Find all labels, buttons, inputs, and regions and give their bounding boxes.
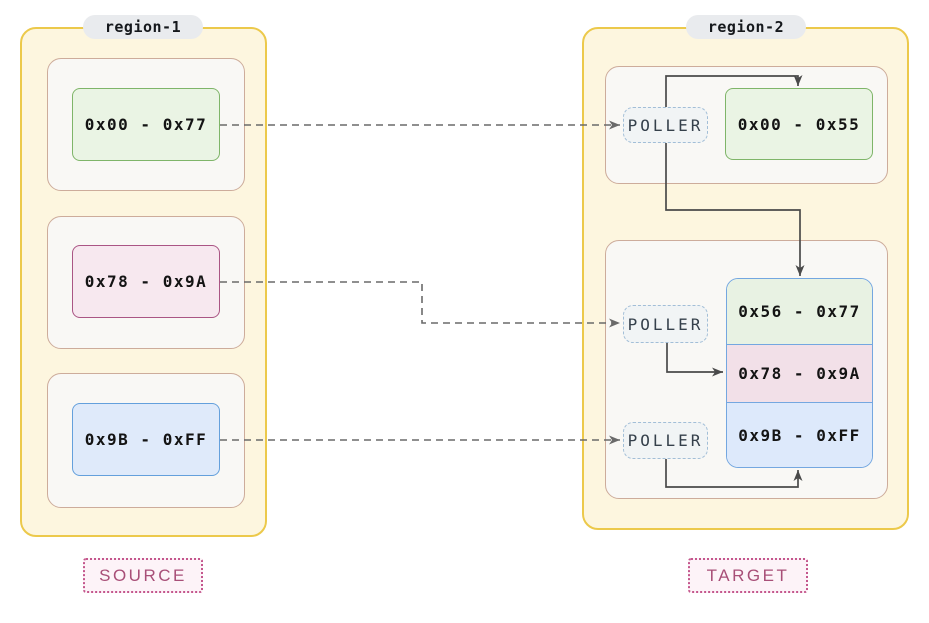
poller-box-1: POLLER xyxy=(623,107,708,143)
poller-box-3: POLLER xyxy=(623,422,708,459)
poller-box-2: POLLER xyxy=(623,305,708,343)
region-source-title: region-1 xyxy=(83,15,203,39)
target-stacked-box: 0x56 - 0x77 0x78 - 0x9A 0x9B - 0xFF xyxy=(726,278,873,468)
region-target-title: region-2 xyxy=(686,15,806,39)
source-range-box-2: 0x78 - 0x9A xyxy=(72,245,220,318)
target-role-badge: TARGET xyxy=(688,558,808,593)
source-range-box-3: 0x9B - 0xFF xyxy=(72,403,220,476)
target-stack-section-3: 0x9B - 0xFF xyxy=(727,402,872,467)
dashed-arrow-src2-to-poller2 xyxy=(220,281,620,328)
source-range-box-1: 0x00 - 0x77 xyxy=(72,88,220,161)
target-stack-section-2: 0x78 - 0x9A xyxy=(727,344,872,402)
target-stack-section-1: 0x56 - 0x77 xyxy=(727,279,872,344)
source-role-badge: SOURCE xyxy=(83,558,203,593)
target-range-box-top: 0x00 - 0x55 xyxy=(725,88,873,160)
